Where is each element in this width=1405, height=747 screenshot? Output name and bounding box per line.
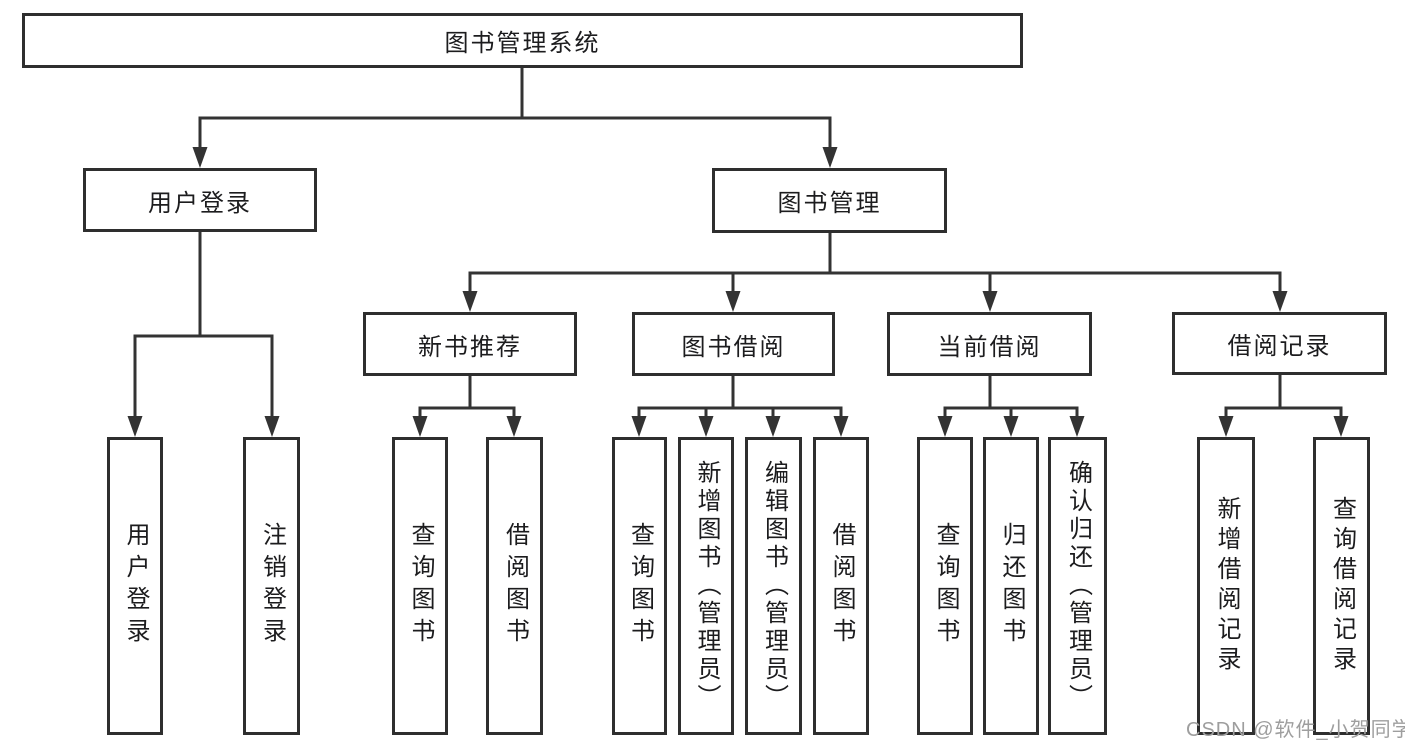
arrow-head-icon <box>1272 291 1288 312</box>
node-col-query-books-borrow: 查询图书 <box>612 437 667 735</box>
node-col-user-login: 用户登录 <box>107 437 163 735</box>
arrow-head-icon <box>1218 416 1234 437</box>
arrow-head-icon <box>698 416 714 437</box>
node-book-borrowing: 图书借阅 <box>632 312 835 376</box>
arrow-head-icon <box>1003 416 1019 437</box>
node-new-book-recommend: 新书推荐 <box>363 312 577 376</box>
node-current-borrowing: 当前借阅 <box>887 312 1092 376</box>
arrow-head-icon <box>506 416 522 437</box>
node-root: 图书管理系统 <box>22 13 1023 68</box>
node-label-book-management: 图书管理 <box>777 190 882 217</box>
node-label-col-return-books: 归还图书 <box>998 522 1025 650</box>
node-user-login: 用户登录 <box>83 168 317 232</box>
arrow-head-icon <box>822 147 838 168</box>
arrow-head-icon <box>725 291 741 312</box>
node-label-col-query-borrow-record: 查询借阅记录 <box>1328 496 1356 676</box>
node-label-col-edit-books-admin: 编辑图书（管理员） <box>760 460 788 712</box>
node-label-col-add-books-admin: 新增图书（管理员） <box>693 460 720 712</box>
node-col-borrow-books: 借阅图书 <box>813 437 869 735</box>
node-col-add-borrow-record: 新增借阅记录 <box>1197 437 1255 735</box>
node-label-user-login: 用户登录 <box>148 189 252 217</box>
node-label-col-logout: 注销登录 <box>258 522 286 650</box>
node-label-col-query-books-current: 查询图书 <box>932 522 959 650</box>
node-label-col-borrow-books: 借阅图书 <box>828 522 855 650</box>
node-borrowing-records: 借阅记录 <box>1172 312 1387 375</box>
node-label-col-borrow-books-recommend: 借阅图书 <box>501 522 529 650</box>
node-label-col-confirm-return-admin: 确认归还（管理员） <box>1064 460 1092 712</box>
node-label-col-query-books-borrow: 查询图书 <box>626 522 654 650</box>
arrow-head-icon <box>412 416 428 437</box>
node-label-col-user-login: 用户登录 <box>122 522 149 650</box>
node-col-query-borrow-record: 查询借阅记录 <box>1313 437 1370 735</box>
node-label-new-book-recommend: 新书推荐 <box>418 333 522 361</box>
arrow-head-icon <box>937 416 953 437</box>
node-label-borrowing-records: 借阅记录 <box>1227 333 1332 360</box>
arrow-head-icon <box>1333 416 1349 437</box>
node-col-query-books-recommend: 查询图书 <box>392 437 448 735</box>
arrow-head-icon <box>1069 416 1085 437</box>
node-col-add-books-admin: 新增图书（管理员） <box>678 437 734 735</box>
arrow-head-icon <box>631 416 647 437</box>
node-col-borrow-books-recommend: 借阅图书 <box>486 437 543 735</box>
arrow-head-icon <box>765 416 781 437</box>
arrow-head-icon <box>192 147 208 168</box>
arrow-head-icon <box>264 416 280 437</box>
node-label-current-borrowing: 当前借阅 <box>937 333 1042 361</box>
node-col-query-books-current: 查询图书 <box>917 437 973 735</box>
arrow-head-icon <box>833 416 849 437</box>
arrow-head-icon <box>982 291 998 312</box>
node-col-logout: 注销登录 <box>243 437 300 735</box>
node-label-col-add-borrow-record: 新增借阅记录 <box>1213 496 1240 676</box>
node-book-management: 图书管理 <box>712 168 947 233</box>
node-col-return-books: 归还图书 <box>983 437 1039 735</box>
arrow-head-icon <box>462 291 478 312</box>
node-col-edit-books-admin: 编辑图书（管理员） <box>745 437 802 735</box>
node-label-book-borrowing: 图书借阅 <box>681 333 786 361</box>
arrow-head-icon <box>127 416 143 437</box>
csdn-watermark: CSDN @软件_小贺同学 <box>1186 719 1405 741</box>
node-col-confirm-return-admin: 确认归还（管理员） <box>1048 437 1107 735</box>
node-label-root: 图书管理系统 <box>444 30 601 57</box>
node-label-col-query-books-recommend: 查询图书 <box>407 522 434 650</box>
